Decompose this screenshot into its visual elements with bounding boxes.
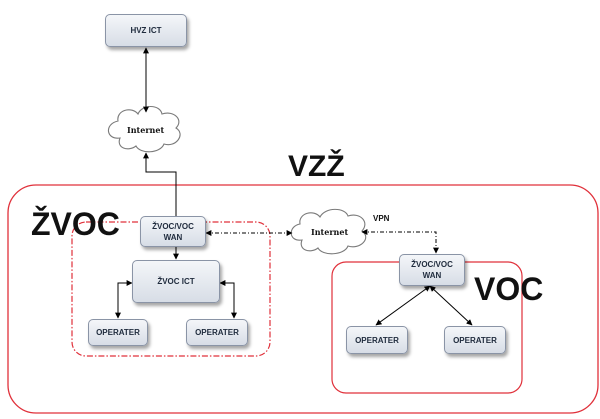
voc-wan-node[interactable]: ŽVOC/VOC WAN bbox=[399, 254, 465, 286]
internet-cloud-middle bbox=[290, 208, 367, 255]
voc-operater-left-node[interactable]: OPERATER bbox=[346, 326, 408, 354]
zvoc-wan-node[interactable]: ŽVOC/VOC WAN bbox=[140, 216, 206, 247]
vzz-group-border bbox=[7, 184, 599, 414]
link-voc-wan-operater-right bbox=[429, 285, 473, 326]
hvz-ict-node[interactable]: HVZ ICT bbox=[105, 14, 187, 47]
internet-label-middle: Internet bbox=[311, 227, 349, 237]
vpn-link-internet-voc-wan bbox=[361, 229, 439, 254]
internet-cloud-top bbox=[107, 105, 181, 153]
link-ict-operater-left bbox=[115, 280, 133, 319]
voc-group-title: VOC bbox=[474, 271, 544, 307]
link-ict-operater-right bbox=[219, 280, 237, 319]
voc-operater-right-node[interactable]: OPERATER bbox=[444, 326, 506, 354]
zvoc-ict-node[interactable]: ŽVOC ICT bbox=[132, 260, 220, 303]
vzz-group-title: VZŽ bbox=[288, 150, 345, 183]
link-voc-wan-operater-left bbox=[375, 285, 431, 326]
link-internet-zvoc-wan bbox=[143, 152, 177, 216]
zvoc-operater-left-node[interactable]: OPERATER bbox=[88, 319, 148, 346]
internet-label-top: Internet bbox=[127, 125, 165, 135]
zvoc-group-title: ŽVOC bbox=[31, 206, 120, 242]
zvoc-operater-right-node[interactable]: OPERATER bbox=[186, 319, 248, 346]
vpn-label: VPN bbox=[373, 214, 390, 223]
